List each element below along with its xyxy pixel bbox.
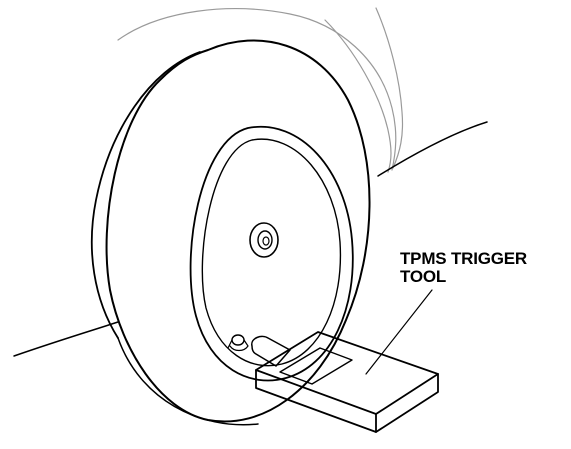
- leader-line: [365, 289, 433, 375]
- tool-body-right: [375, 373, 439, 433]
- tire-outer-left: [90, 51, 201, 339]
- tool-body-front: [255, 369, 377, 433]
- valve-stem: [231, 334, 245, 346]
- tool-display: [279, 347, 353, 385]
- hub-cap-inner: [257, 230, 273, 250]
- tool-nozzle: [251, 335, 291, 367]
- callout-line-2: TOOL: [400, 267, 447, 286]
- valve-stem-body: [227, 339, 249, 352]
- tire-tread: [105, 39, 371, 423]
- tool-callout-label: TPMS TRIGGER TOOL: [400, 250, 527, 286]
- callout-line-1: TPMS TRIGGER: [400, 249, 527, 268]
- rim-inner: [201, 138, 342, 367]
- ground-line: [13, 321, 119, 357]
- fender-top-edge: [375, 7, 404, 169]
- fender-arch-inner: [324, 19, 392, 173]
- body-line: [377, 121, 488, 177]
- hub-cap-outer: [249, 222, 279, 258]
- fender-arch-outer: [117, 8, 397, 171]
- rim-outer: [189, 125, 354, 382]
- tire-sidewall-lower: [117, 337, 259, 426]
- hub-cap-center: [262, 236, 270, 246]
